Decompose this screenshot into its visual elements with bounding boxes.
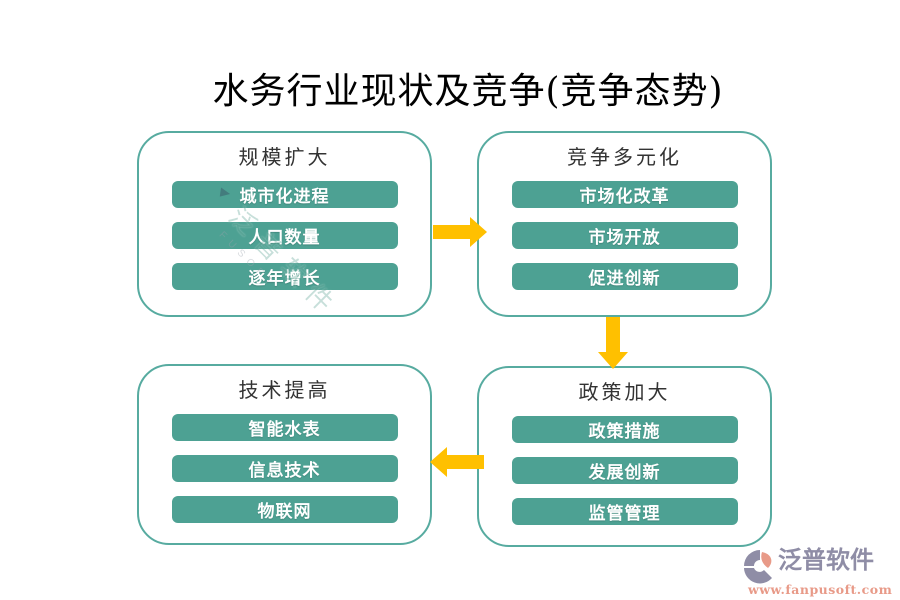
group-box-competition-diversification: 竞争多元化 市场化改革 市场开放 促进创新 [477, 131, 772, 317]
item-pill: 监管管理 [511, 498, 738, 525]
arrow-left-icon [430, 447, 484, 477]
item-pill: 物联网 [171, 496, 398, 523]
item-pill: 市场开放 [511, 222, 738, 249]
brand-url: www.fanpusoft.com [748, 582, 893, 597]
brand-logo: 泛普软件 www.fanpusoft.com [742, 545, 893, 597]
group-items: 智能水表 信息技术 物联网 [171, 414, 398, 523]
item-pill: 人口数量 [171, 222, 398, 249]
group-title: 技术提高 [238, 378, 331, 402]
fanpu-logo-icon [744, 550, 772, 584]
group-box-scale-expansion: 规模扩大 城市化进程 人口数量 逐年增长 [137, 131, 432, 317]
group-title: 规模扩大 [238, 145, 331, 169]
item-pill: 发展创新 [511, 457, 738, 484]
page-title: 水务行业现状及竞争(竞争态势) [212, 71, 724, 112]
group-title: 竞争多元化 [567, 145, 682, 169]
item-pill: 逐年增长 [171, 263, 398, 290]
item-pill: 城市化进程 [171, 181, 398, 208]
item-pill: 政策措施 [511, 416, 738, 443]
item-pill: 促进创新 [511, 263, 738, 290]
group-items: 城市化进程 人口数量 逐年增长 [171, 181, 398, 290]
group-box-policy-increase: 政策加大 政策措施 发展创新 监管管理 [477, 366, 772, 547]
group-items: 政策措施 发展创新 监管管理 [511, 416, 738, 525]
item-pill: 信息技术 [171, 455, 398, 482]
brand-name: 泛普软件 [778, 545, 874, 574]
item-pill: 市场化改革 [511, 181, 738, 208]
group-title: 政策加大 [578, 380, 671, 404]
group-box-technology-improvement: 技术提高 智能水表 信息技术 物联网 [137, 364, 432, 545]
arrow-right-icon [433, 217, 487, 247]
group-items: 市场化改革 市场开放 促进创新 [511, 181, 738, 290]
arrow-down-icon [598, 317, 628, 369]
item-pill: 智能水表 [171, 414, 398, 441]
